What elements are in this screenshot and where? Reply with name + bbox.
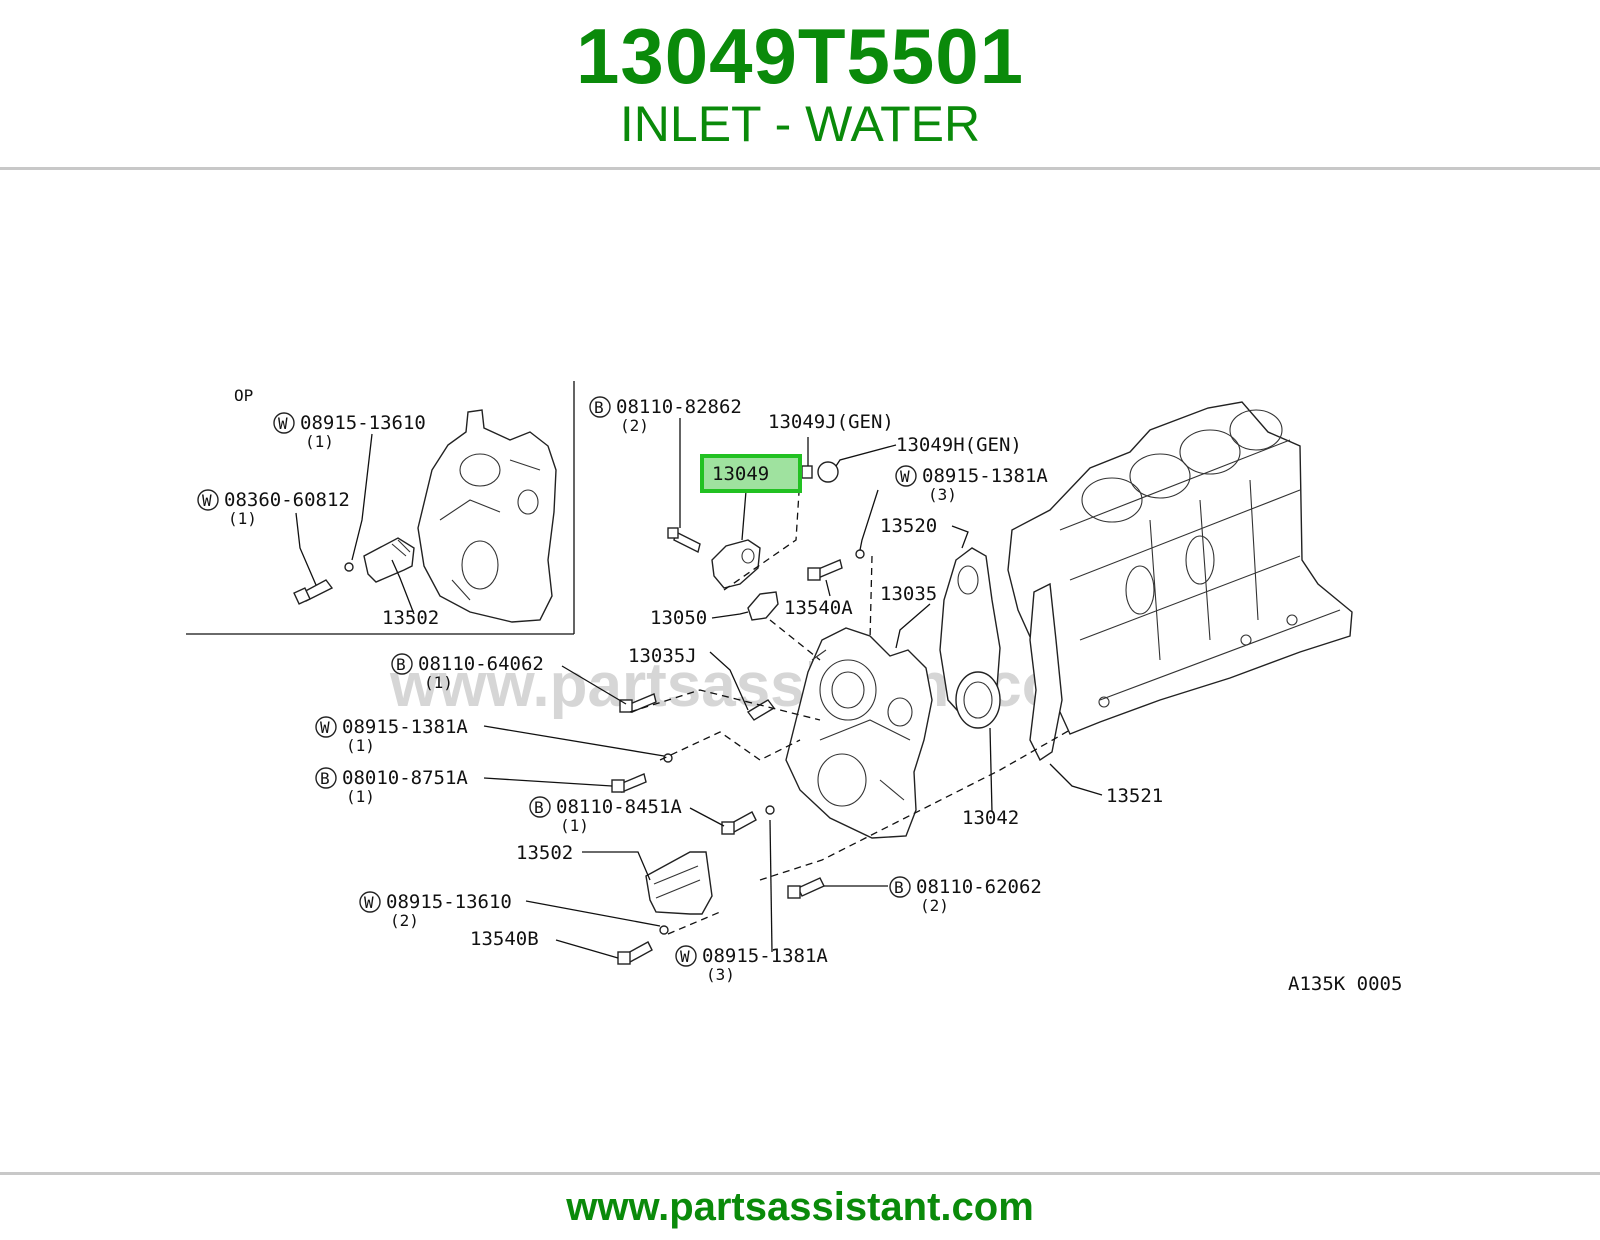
inset-w2-part: 08360-60812 bbox=[224, 489, 350, 511]
w6-code: W bbox=[680, 947, 690, 966]
bolt-08110-82862-drawing bbox=[667, 527, 701, 554]
header-divider bbox=[0, 167, 1600, 170]
b5-code: B bbox=[894, 878, 904, 897]
part-13035j-label[interactable]: 13035J bbox=[628, 645, 697, 667]
inset-w1-qty: (1) bbox=[305, 432, 334, 451]
w6-part[interactable]: 08915-1381A bbox=[702, 945, 828, 967]
w4-qty: (1) bbox=[346, 736, 375, 755]
w3-part[interactable]: 08915-1381A bbox=[922, 465, 1048, 487]
part-13035-label[interactable]: 13035 bbox=[880, 583, 937, 605]
bolt-08110-8451a-drawing bbox=[721, 811, 757, 835]
part-13049j-label[interactable]: 13049J(GEN) bbox=[768, 411, 894, 433]
b2-code: B bbox=[396, 655, 406, 674]
w5-qty: (2) bbox=[390, 911, 419, 930]
b2-qty: (1) bbox=[424, 673, 453, 692]
inset-front-cover-drawing bbox=[293, 409, 557, 623]
part-13540b-label[interactable]: 13540B bbox=[470, 928, 539, 950]
b1-qty: (2) bbox=[620, 416, 649, 435]
water-inlet-13049-drawing bbox=[711, 539, 761, 589]
b5-qty: (2) bbox=[920, 896, 949, 915]
inset-frame bbox=[186, 381, 575, 635]
inset-w2-code: W bbox=[202, 491, 212, 510]
b3-qty: (1) bbox=[346, 787, 375, 806]
engine-block-drawing bbox=[1007, 401, 1353, 735]
b1-part[interactable]: 08110-82862 bbox=[616, 396, 742, 418]
footer-divider bbox=[0, 1172, 1600, 1175]
bolt-08110-64062-drawing bbox=[619, 693, 657, 713]
w3-code: W bbox=[900, 467, 910, 486]
w3-qty: (3) bbox=[928, 485, 957, 504]
b3-code: B bbox=[320, 769, 330, 788]
washer-08915-13610-drawing bbox=[659, 925, 669, 935]
inset-w2-qty: (1) bbox=[228, 509, 257, 528]
w5-code: W bbox=[364, 893, 374, 912]
bracket-13502-drawing bbox=[645, 851, 713, 915]
part-13520-label[interactable]: 13520 bbox=[880, 515, 937, 537]
b1-code: B bbox=[594, 398, 604, 417]
gasket-13050-drawing bbox=[747, 591, 779, 621]
diagram-code: A135K 0005 bbox=[1288, 973, 1402, 995]
part-number-title: 13049T5501 bbox=[575, 12, 1025, 100]
b2-part[interactable]: 08110-64062 bbox=[418, 653, 544, 675]
part-13050-label[interactable]: 13050 bbox=[650, 607, 707, 629]
b4-part[interactable]: 08110-8451A bbox=[556, 796, 682, 818]
footer-website-link[interactable]: www.partsassistant.com bbox=[566, 1185, 1034, 1229]
bolt-13540b-drawing bbox=[617, 941, 653, 965]
bolt-13540a-drawing bbox=[807, 559, 843, 581]
inset-w1-code: W bbox=[278, 414, 288, 433]
part-name-subtitle: INLET - WATER bbox=[619, 96, 981, 152]
b4-qty: (1) bbox=[560, 816, 589, 835]
gasket-13521-drawing bbox=[1029, 582, 1063, 762]
b4-code: B bbox=[534, 798, 544, 817]
bolt-08010-8751a-drawing bbox=[611, 773, 647, 793]
part-13502-label[interactable]: 13502 bbox=[516, 842, 573, 864]
inset-w1-part: 08915-13610 bbox=[300, 412, 426, 434]
w5-part[interactable]: 08915-13610 bbox=[386, 891, 512, 913]
highlighted-part-label[interactable]: 13049 bbox=[712, 463, 769, 485]
b5-part[interactable]: 08110-62062 bbox=[916, 876, 1042, 898]
highlighted-part-box[interactable] bbox=[700, 454, 802, 493]
seal-13042-drawing bbox=[955, 671, 1001, 729]
inset-label: OP bbox=[234, 386, 253, 405]
page-header: 13049T5501 INLET - WATER bbox=[0, 0, 1600, 170]
w4-part[interactable]: 08915-1381A bbox=[342, 716, 468, 738]
part-13049h-label[interactable]: 13049H(GEN) bbox=[896, 434, 1022, 456]
washer-08915-1381a-bottom-drawing bbox=[765, 805, 775, 815]
bolt-08110-62062-drawing bbox=[787, 877, 825, 899]
washer-08915-1381a-drawing bbox=[855, 549, 865, 559]
w6-qty: (3) bbox=[706, 965, 735, 984]
w4-code: W bbox=[320, 718, 330, 737]
b3-part[interactable]: 08010-8751A bbox=[342, 767, 468, 789]
inset-13502-label: 13502 bbox=[382, 607, 439, 629]
part-13540a-label[interactable]: 13540A bbox=[784, 597, 853, 619]
part-13521-label[interactable]: 13521 bbox=[1106, 785, 1163, 807]
part-13042-label[interactable]: 13042 bbox=[962, 807, 1019, 829]
front-cover-13035-drawing bbox=[785, 627, 933, 839]
